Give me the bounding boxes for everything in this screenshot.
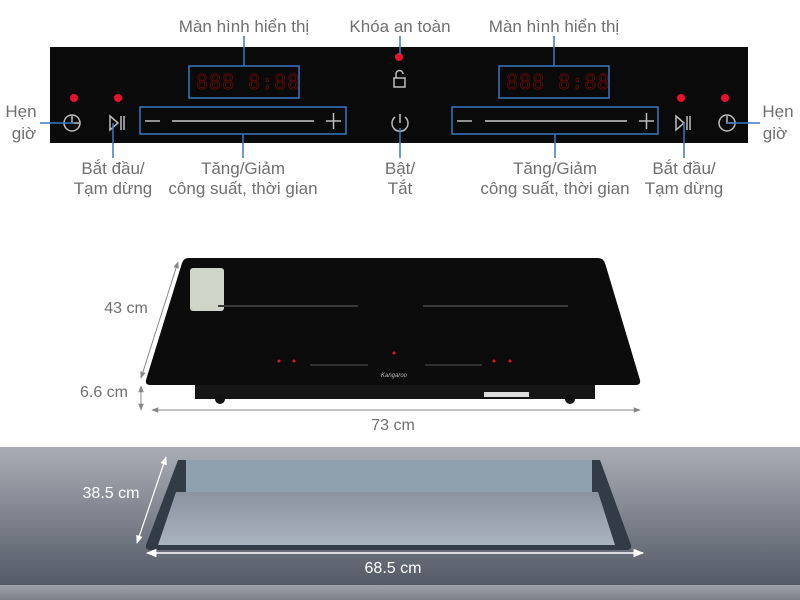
cutout-depth: 38.5 cm	[83, 485, 140, 502]
dimension-height: 6.6 cm	[80, 384, 128, 401]
cutout-diagram: 38.5 cm 68.5 cm	[0, 447, 800, 600]
leader-lines	[40, 36, 760, 158]
indicator-timer-right	[721, 94, 729, 102]
glass-top	[145, 258, 641, 385]
label-power-1: Bật/	[385, 159, 416, 178]
indicator-start-left	[114, 94, 122, 102]
label-adjust-right-1: Tăng/Giảm	[513, 159, 597, 178]
label-display-left: Màn hình hiển thị	[179, 17, 309, 36]
label-adjust-left-2: công suất, thời gian	[168, 179, 317, 198]
indicator-timer-left	[70, 94, 78, 102]
play-pause-icon[interactable]	[109, 114, 125, 132]
dimension-width: 73 cm	[371, 417, 415, 434]
indicator-lights	[70, 53, 729, 102]
callout-labels: Màn hình hiển thị Khóa an toàn Màn hình …	[5, 17, 793, 198]
label-start-left-1: Bắt đầu/	[81, 159, 145, 178]
plus-icon[interactable]	[326, 113, 341, 129]
display-right: 888 8:88	[506, 70, 610, 94]
counter-edge	[0, 585, 800, 600]
cooktop-image: Kangaroo	[145, 258, 641, 404]
label-start-right-2: Tạm dừng	[645, 179, 723, 198]
label-timer-right-1: Hẹn	[762, 102, 793, 121]
cutout-width: 68.5 cm	[365, 560, 422, 577]
indicator-start-right	[677, 94, 685, 102]
label-timer-left-2: giờ	[12, 124, 36, 143]
plus-icon[interactable]	[639, 113, 654, 129]
label-adjust-right-2: công suất, thời gian	[480, 179, 629, 198]
label-start-left-2: Tạm dừng	[74, 179, 152, 198]
indicator-lock	[395, 53, 403, 61]
panel-background	[50, 47, 748, 143]
label-timer-left-1: Hẹn	[5, 102, 36, 121]
brand-logo: Kangaroo	[381, 373, 408, 379]
play-pause-icon[interactable]	[675, 114, 691, 132]
label-timer-right-2: giờ	[763, 124, 787, 143]
label-display-right: Màn hình hiển thị	[489, 17, 619, 36]
label-start-right-1: Bắt đầu/	[652, 159, 716, 178]
barcode-label	[484, 392, 529, 397]
sticker	[190, 268, 224, 311]
label-power-2: Tắt	[388, 179, 413, 198]
lock-icon[interactable]	[393, 69, 406, 88]
cooktop-dimensions: 43 cm 6.6 cm 73 cm	[80, 261, 641, 434]
display-left: 888 8:88	[196, 70, 300, 94]
label-adjust-left-1: Tăng/Giảm	[201, 159, 285, 178]
dimension-depth: 43 cm	[104, 300, 148, 317]
control-panel: 888 8:88 888 8:88	[40, 36, 760, 158]
label-lock: Khóa an toàn	[349, 17, 450, 36]
